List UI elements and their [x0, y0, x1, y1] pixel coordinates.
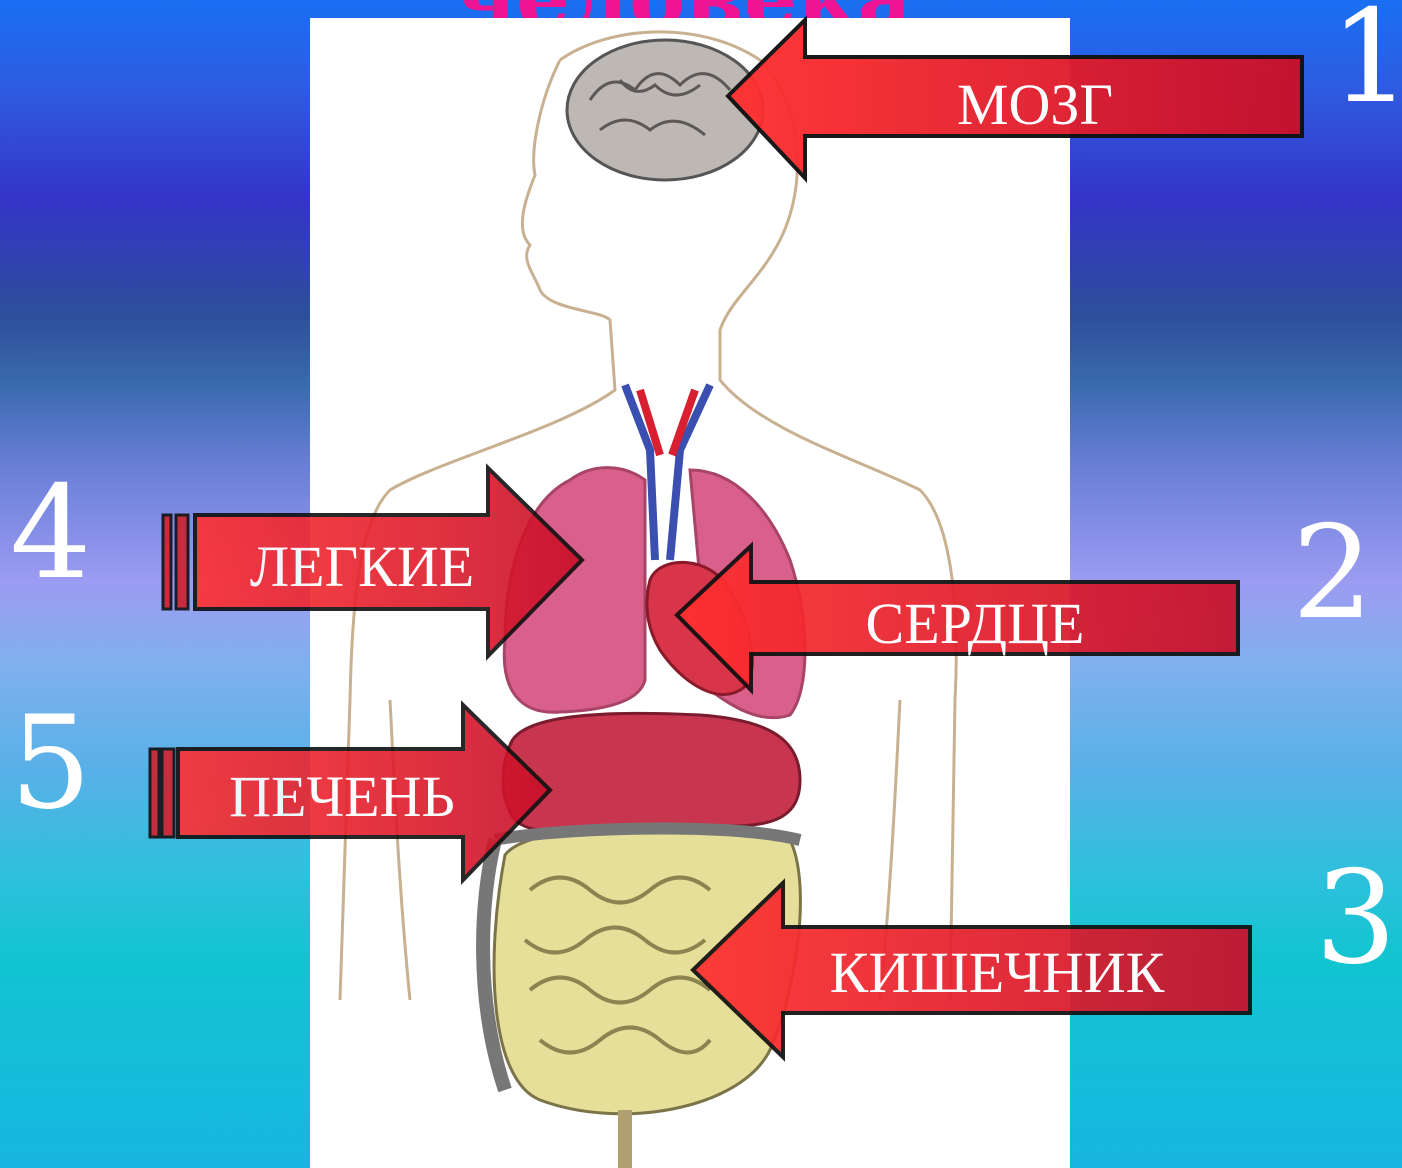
intestine-label: КИШЕЧНИК [830, 940, 1165, 1005]
liver-label: ПЕЧЕНЬ [229, 764, 455, 829]
brain-arrow: МОЗГ [728, 20, 1302, 178]
liver-illustration [503, 713, 800, 831]
intestine-arrow: КИШЕЧНИК [693, 883, 1250, 1057]
brain-label: МОЗГ [957, 72, 1113, 137]
number-4: 4 [10, 470, 91, 598]
number-1: 1 [1330, 0, 1402, 122]
brain-illustration [567, 40, 763, 180]
heart-label: СЕРДЦЕ [866, 591, 1085, 656]
lungs-label: ЛЕГКИЕ [250, 534, 474, 599]
number-5: 5 [10, 700, 91, 828]
number-3: 3 [1315, 855, 1396, 983]
number-2: 2 [1292, 510, 1373, 638]
